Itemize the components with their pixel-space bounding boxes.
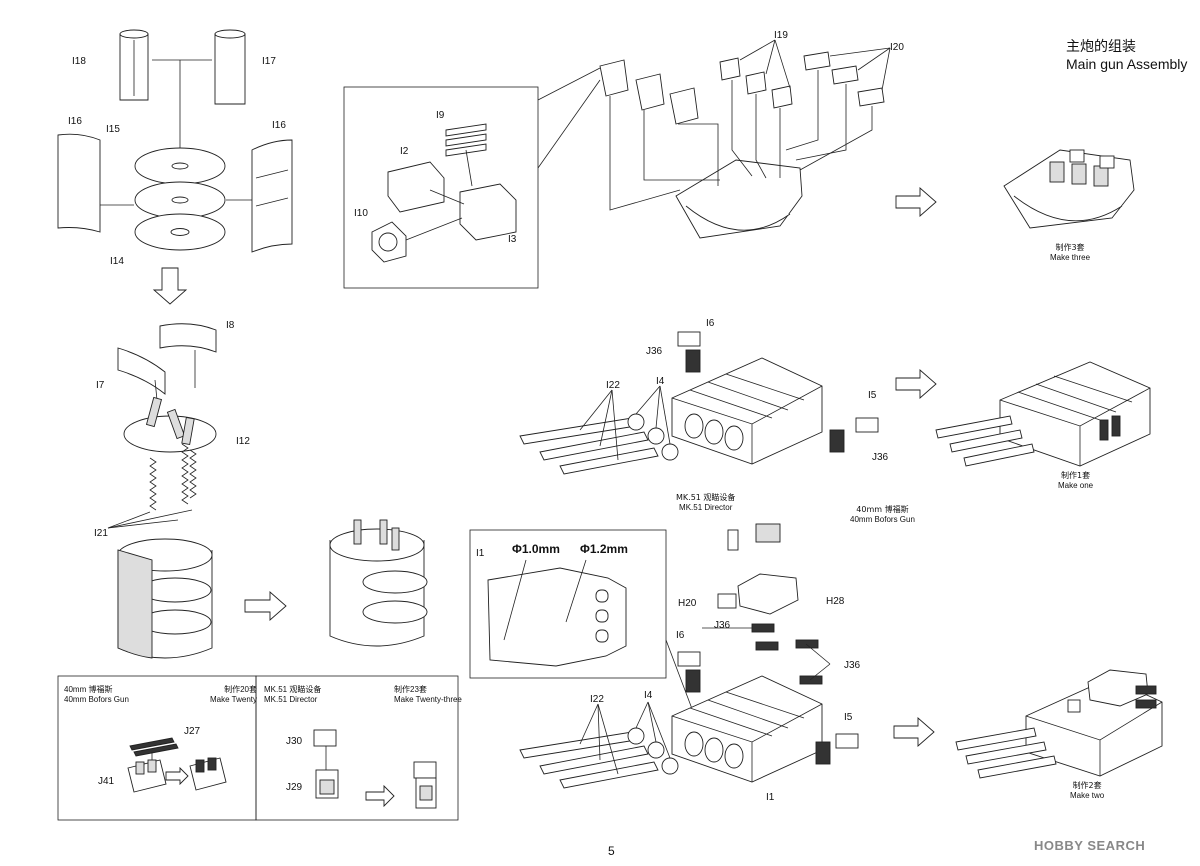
label-i22-mid: I22	[606, 380, 620, 391]
label-i3: I3	[508, 234, 517, 245]
label-i6-bottom: I6	[676, 630, 685, 641]
label-h20: H20	[678, 598, 697, 609]
page-title-en: Main gun Assembly	[1066, 56, 1188, 72]
label-i8: I8	[226, 320, 235, 331]
label-h28: H28	[826, 596, 845, 607]
page-number: 5	[608, 844, 615, 858]
part-i17	[214, 29, 246, 105]
turret-bottom-done	[955, 669, 1163, 779]
part-i18	[119, 29, 149, 101]
part-i16-right	[251, 139, 293, 253]
drill-size-1: Φ1.0mm	[512, 542, 560, 556]
turret-deck-top	[599, 39, 891, 239]
gun-detail-inset	[343, 86, 539, 289]
part-i8	[159, 323, 217, 353]
note-director: MK.51 观瞄设备 MK.51 Director	[676, 493, 736, 512]
label-i20: I20	[890, 42, 904, 53]
turret-middle	[519, 331, 879, 475]
part-i14-disc	[134, 213, 226, 251]
turret-bottom	[519, 523, 859, 789]
part-i15-discs	[134, 147, 226, 219]
label-i14: I14	[110, 256, 124, 267]
label-i18: I18	[72, 56, 86, 67]
label-j30: J30	[286, 736, 303, 747]
label-j41: J41	[98, 776, 115, 787]
label-i21: I21	[94, 528, 108, 539]
label-i16-left: I16	[68, 116, 82, 127]
label-i4-mid: I4	[656, 376, 665, 387]
part-i16-left	[57, 133, 101, 233]
part-i7	[117, 347, 166, 395]
label-i17: I17	[262, 56, 276, 67]
label-j36-bottom-left: J36	[714, 620, 731, 631]
label-j27: J27	[184, 726, 201, 737]
label-i9: I9	[436, 110, 445, 121]
inset-parts	[371, 123, 517, 263]
sub-bofors-qty: 制作20套 Make Twenty	[210, 685, 257, 704]
director-parts	[313, 729, 437, 809]
note-make-three: 制作3套 Make three	[1050, 243, 1091, 262]
label-i1-bottom: I1	[766, 792, 775, 803]
label-i5-mid: I5	[868, 390, 877, 401]
page-title-cn: 主炮的组装	[1066, 39, 1136, 55]
note-make-one: 制作1套 Make one	[1058, 471, 1094, 490]
label-i5-bottom: I5	[844, 712, 853, 723]
label-i2: I2	[400, 146, 409, 157]
label-i1-inset: I1	[476, 548, 485, 559]
sub-director-title: MK.51 观瞄设备 MK.51 Director	[264, 685, 322, 704]
note-make-two: 制作2套 Make two	[1070, 781, 1105, 800]
column-assembly-b	[329, 519, 428, 647]
label-j36-bottom-right: J36	[844, 660, 861, 671]
label-i12: I12	[236, 436, 250, 447]
label-j29: J29	[286, 782, 303, 793]
sub-bofors-title: 40mm 博福斯 40mm Bofors Gun	[64, 685, 129, 704]
label-j36-mid-right: J36	[872, 452, 889, 463]
drill-size-2: Φ1.2mm	[580, 542, 628, 556]
part-i12-deck	[123, 396, 217, 453]
sub-director-qty: 制作23套 Make Twenty-three	[394, 685, 462, 704]
label-i16-right: I16	[272, 120, 286, 131]
bofors-parts	[127, 737, 227, 793]
label-i15: I15	[106, 124, 120, 135]
arrow-down	[152, 267, 188, 305]
watermark: HOBBY SEARCH	[1034, 838, 1146, 853]
label-i6-mid: I6	[706, 318, 715, 329]
column-assembly-a	[117, 538, 213, 659]
sub-box-director	[255, 675, 459, 821]
hull-i1-plate	[487, 559, 627, 667]
label-i10: I10	[354, 208, 368, 219]
note-bofors: 40mm 博福斯 40mm Bofors Gun	[850, 505, 915, 524]
turret-deck-done	[1003, 149, 1135, 229]
arrow-right-1	[244, 591, 287, 621]
label-i7: I7	[96, 380, 105, 391]
label-i4-bottom: I4	[644, 690, 653, 701]
turret-middle-done	[935, 361, 1151, 467]
part-i21-springs	[149, 443, 197, 511]
arrow-right-4	[893, 717, 935, 747]
label-j36-mid-left: J36	[646, 346, 663, 357]
arrow-right-3	[895, 369, 937, 399]
label-i22-bottom: I22	[590, 694, 604, 705]
arrow-right-2	[895, 187, 937, 217]
hull-i1-inset	[469, 529, 667, 679]
label-i19: I19	[774, 30, 788, 41]
